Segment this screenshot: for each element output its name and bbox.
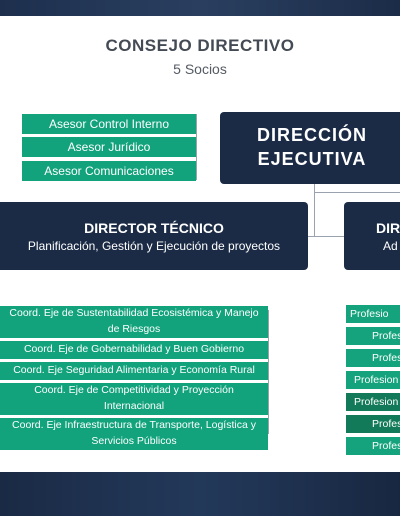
coord-line2: de Riesgos bbox=[107, 323, 161, 335]
board-title: CONSEJO DIRECTIVO bbox=[105, 36, 295, 55]
coord-line2: Servicios Públicos bbox=[91, 435, 177, 447]
technical-director-title: DIRECTOR TÉCNICO bbox=[84, 220, 224, 236]
professional-box: Profesion bbox=[346, 393, 400, 411]
admin-director-title: DIR bbox=[376, 220, 400, 236]
advisor-internal-control: Asesor Control Interno bbox=[22, 114, 196, 134]
professional-label: Profes bbox=[372, 440, 400, 452]
advisor-communications: Asesor Comunicaciones bbox=[22, 161, 196, 181]
coord-box: Coord. Eje Infraestructura de Transporte… bbox=[0, 418, 268, 450]
professional-box: Profes bbox=[346, 415, 400, 433]
coord-line1: Coord. Eje de Competitividad y Proyecció… bbox=[34, 384, 234, 397]
coord-line1: Coord. Eje Seguridad Alimentaria y Econo… bbox=[13, 364, 255, 377]
technical-director-subtitle: Planificación, Gestión y Ejecución de pr… bbox=[27, 239, 281, 253]
professional-label: Profesio bbox=[350, 308, 389, 320]
professional-box: Profes bbox=[346, 437, 400, 455]
coord-line1: Coord. Eje de Sustentabilidad Ecosistémi… bbox=[9, 307, 259, 320]
professional-label: Profes bbox=[372, 330, 400, 342]
advisor-legal: Asesor Jurídico bbox=[22, 137, 196, 157]
connector-horizontal bbox=[308, 236, 344, 237]
professional-box: Profesio bbox=[346, 305, 400, 323]
coord-line1: Coord. Eje Infraestructura de Transporte… bbox=[12, 419, 256, 432]
admin-director-box: DIR Ad bbox=[344, 202, 400, 270]
professional-label: Profes bbox=[372, 352, 400, 364]
background-bottom bbox=[0, 472, 400, 516]
technical-director-box: DIRECTOR TÉCNICO Planificación, Gestión … bbox=[0, 202, 308, 270]
connector-exec-down bbox=[314, 184, 315, 236]
admin-director-subtitle: Ad bbox=[383, 239, 398, 253]
professional-box: Profes bbox=[346, 349, 400, 367]
coord-line2: Internacional bbox=[103, 400, 165, 412]
coord-box: Coord. Eje de Sustentabilidad Ecosistémi… bbox=[0, 306, 268, 338]
executive-direction-box: DIRECCIÓN EJECUTIVA bbox=[220, 112, 400, 184]
executive-line1: DIRECCIÓN bbox=[256, 125, 367, 145]
coord-box: Coord. Eje Seguridad Alimentaria y Econo… bbox=[0, 362, 268, 380]
professional-label: Profesion bbox=[354, 396, 399, 408]
coord-box: Coord. Eje de Competitividad y Proyecció… bbox=[0, 383, 268, 415]
professional-label: Profes bbox=[372, 418, 400, 430]
professional-box: Profesion bbox=[346, 371, 400, 389]
professional-label: Profesion bbox=[354, 374, 399, 386]
connector-coords bbox=[268, 310, 269, 434]
board-subtitle: 5 Socios bbox=[173, 61, 227, 77]
executive-line2: EJECUTIVA bbox=[257, 149, 367, 169]
coord-box: Coord. Eje de Gobernabilidad y Buen Gobi… bbox=[0, 341, 268, 359]
professional-box: Profes bbox=[346, 327, 400, 345]
background-top bbox=[0, 0, 400, 16]
connector-exec-right bbox=[314, 192, 400, 193]
connector-advisors bbox=[196, 114, 197, 180]
coord-line1: Coord. Eje de Gobernabilidad y Buen Gobi… bbox=[23, 343, 245, 356]
